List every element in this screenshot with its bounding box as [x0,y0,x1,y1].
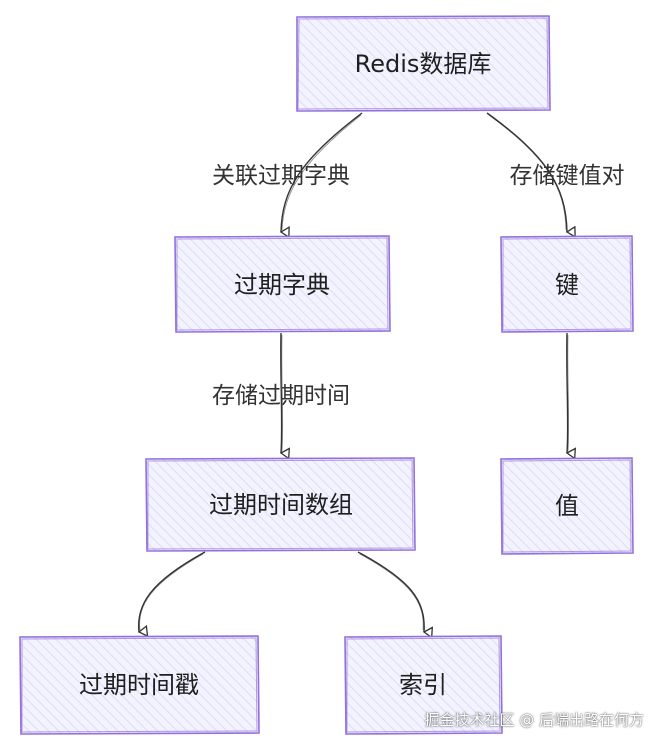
node-value[interactable]: 值 [500,457,634,555]
edge-key-to-value [567,332,569,453]
node-expire-dict[interactable]: 过期字典 [174,235,391,333]
edge-label-expire-dict-to-array: 存储过期时间 [212,383,350,409]
edge-redis-to-key [486,112,567,232]
node-label-redis: Redis数据库 [355,50,492,78]
edge-array-to-timestamp [139,551,206,632]
edge-label-redis-to-key: 存储键值对 [510,163,625,189]
node-label-expire-dict: 过期字典 [234,271,330,299]
node-label-value: 值 [555,492,579,520]
edge-redis-to-expire-dict [281,112,363,232]
node-label-expire-array: 过期时间数组 [209,491,353,519]
edge-expire-dict-to-array [281,332,283,453]
node-label-key: 键 [555,271,579,299]
edge-label-redis-to-expire-dict: 关联过期字典 [212,163,350,189]
watermark: 掘金技术社区 @ 后端出路在何方 [424,711,644,729]
node-label-index: 索引 [399,671,447,699]
edge-array-to-index [357,551,424,632]
node-expire-array[interactable]: 过期时间数组 [145,457,416,552]
node-key[interactable]: 键 [500,235,634,333]
node-redis[interactable]: Redis数据库 [296,15,551,112]
node-index[interactable]: 索引 [344,635,503,735]
node-label-timestamp: 过期时间戳 [79,671,199,699]
node-timestamp[interactable]: 过期时间戳 [19,635,260,735]
